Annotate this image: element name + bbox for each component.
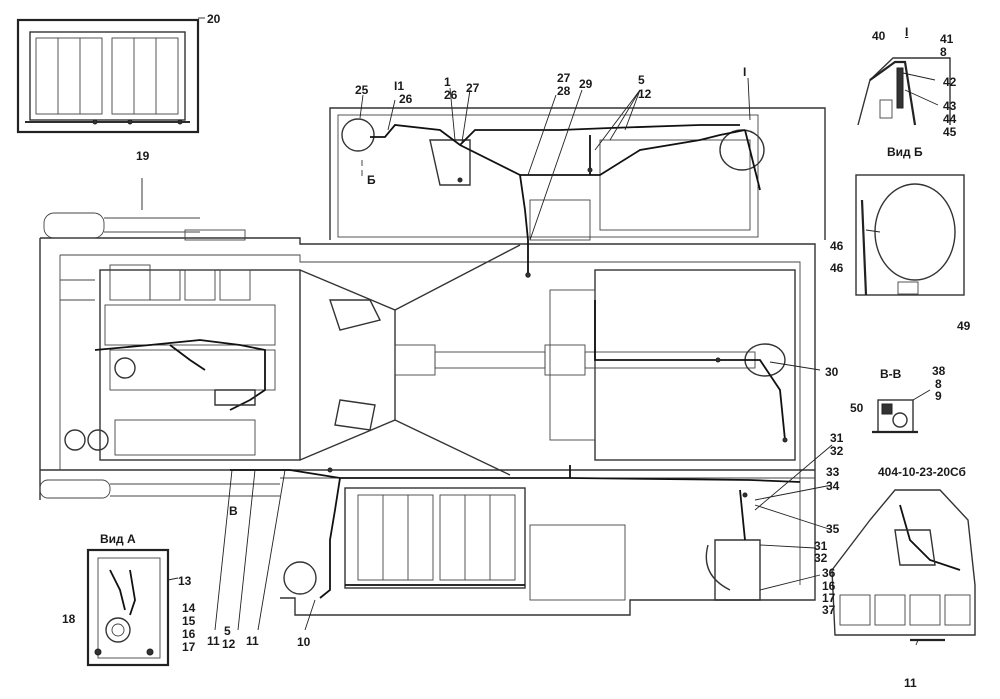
label-28: 28 — [557, 84, 571, 98]
section-bb-title: В-В — [880, 367, 902, 381]
detail-i-title: I — [905, 25, 909, 39]
label-46b: 46 — [830, 261, 844, 275]
label-29: 29 — [579, 77, 593, 91]
hull-outline — [39, 212, 816, 616]
label-11a: 11 — [207, 634, 220, 648]
label-27b: 27 — [557, 71, 571, 85]
lower-right-unit — [705, 489, 761, 601]
label-16a: 16 — [822, 579, 836, 593]
drawing-code: 404-10-23-20Сб — [878, 465, 966, 479]
upper-compartment — [329, 107, 826, 241]
rear-compartment — [549, 269, 796, 461]
detail-i-view — [857, 57, 951, 126]
battery-box-lower — [283, 487, 626, 601]
label-41: 41 — [940, 32, 954, 46]
label-26a: 26 — [399, 92, 413, 106]
label-37: 37 — [822, 603, 836, 617]
view-b — [855, 174, 965, 296]
label-32a: 32 — [830, 444, 844, 458]
label-49: 49 — [957, 319, 971, 333]
label-34: 34 — [826, 479, 840, 493]
label-33: 33 — [826, 465, 840, 479]
label-5b: 5 — [224, 624, 231, 638]
section-bb — [872, 389, 931, 434]
label-9: 9 — [935, 389, 942, 403]
label-i-top: I — [743, 65, 747, 79]
label-30: 30 — [825, 365, 839, 379]
label-12b: 12 — [222, 637, 236, 651]
label-12a: 12 — [638, 87, 652, 101]
label-20: 20 — [207, 12, 221, 26]
label-44: 44 — [943, 112, 957, 126]
label-17a: 17 — [822, 591, 836, 605]
section-mark-b-bottom: В — [229, 504, 238, 518]
main-harness-bottom — [230, 465, 801, 599]
label-32b: 32 — [814, 551, 828, 565]
label-10: 10 — [297, 635, 311, 649]
label-14: 14 — [182, 601, 196, 615]
upper-wiring-harness — [370, 124, 761, 278]
view-b-title: Вид Б — [887, 145, 923, 159]
view-a — [86, 548, 179, 667]
label-36: 36 — [822, 566, 836, 580]
label-31a: 31 — [830, 431, 844, 445]
label-40: 40 — [872, 29, 886, 43]
label-15: 15 — [182, 614, 196, 628]
label-25: 25 — [355, 83, 369, 97]
label-5: 5 — [638, 73, 645, 87]
label-11b: 11 — [246, 634, 259, 648]
label-45: 45 — [943, 125, 957, 139]
leader-lines — [141, 77, 919, 646]
label-8b: 8 — [935, 377, 942, 391]
label-i1: I1 — [394, 79, 405, 93]
label-50: 50 — [850, 401, 864, 415]
label-18: 18 — [62, 612, 76, 626]
label-38: 38 — [932, 364, 946, 378]
engine-block — [60, 264, 301, 461]
label-26b: 26 — [444, 88, 458, 102]
label-13: 13 — [178, 574, 192, 588]
section-mark-b-top: Б — [367, 173, 376, 187]
label-16b: 16 — [182, 627, 196, 641]
battery-box-top-left — [16, 17, 205, 134]
label-35: 35 — [826, 522, 840, 536]
label-17b: 17 — [182, 640, 196, 654]
label-46a: 46 — [830, 239, 844, 253]
bottom-right-view — [831, 489, 976, 642]
label-8a: 8 — [940, 45, 947, 59]
label-11c: 11 — [904, 676, 917, 690]
label-1: 1 — [444, 75, 451, 89]
label-43: 43 — [943, 99, 957, 113]
label-42: 42 — [943, 75, 957, 89]
view-a-title: Вид А — [100, 532, 136, 546]
label-19: 19 — [136, 149, 150, 163]
label-31b: 31 — [814, 539, 828, 553]
label-27a: 27 — [466, 81, 480, 95]
